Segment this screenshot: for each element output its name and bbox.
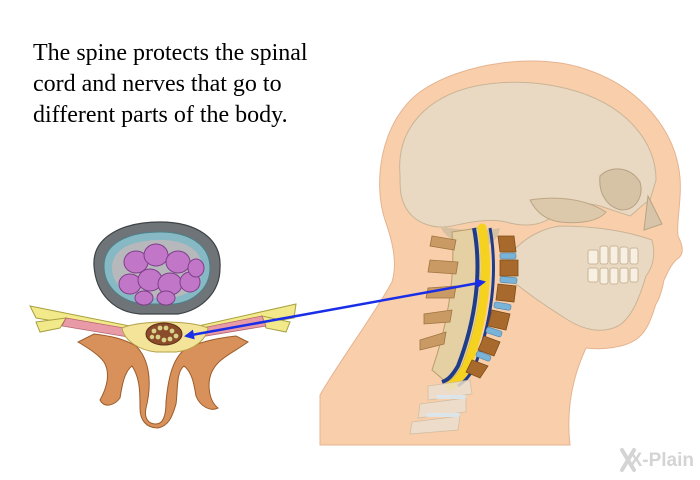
vertebral-arch	[76, 333, 249, 429]
spinal-cord	[445, 223, 490, 391]
caption-line-3: different parts of the body.	[33, 102, 288, 128]
xplain-logo-icon	[620, 448, 636, 472]
cord-cross-section	[145, 322, 183, 346]
xplain-logo-text: X-Plain	[629, 450, 694, 471]
caption-line-1: The spine protects the spinal	[33, 40, 308, 66]
skull	[399, 81, 657, 228]
caption-text: The spine protects the spinal cord and n…	[33, 38, 373, 131]
caption-line-2: cord and nerves that go to	[33, 71, 282, 97]
head-and-neck	[319, 60, 683, 446]
vertebra-cross-section	[29, 221, 297, 429]
connector-arrow	[184, 278, 486, 340]
